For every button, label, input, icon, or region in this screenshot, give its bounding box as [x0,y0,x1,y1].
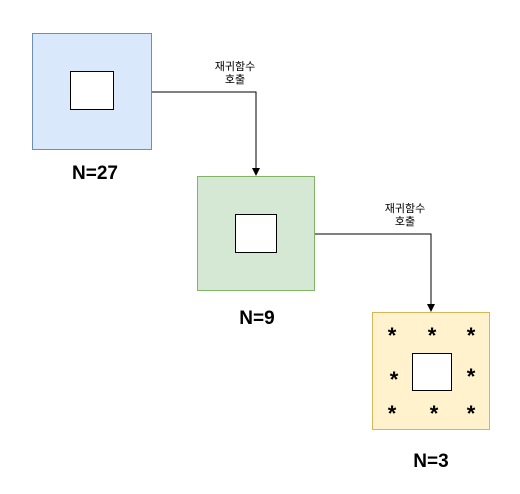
center-hole-n3 [412,353,452,391]
square-n3: * * * * * * * * [372,312,490,430]
center-hole-n9 [235,214,277,253]
label-n27: N=27 [72,163,118,184]
arrow-n9-to-n3 [315,233,435,312]
star-top-right: * [466,323,476,348]
arrow-n27-to-n9 [152,91,260,176]
star-bottom-right: * [466,401,476,426]
label-n9: N=9 [239,308,275,329]
center-hole-n27 [70,71,114,110]
star-middle-right: * [466,364,476,389]
arrow-label-1: 재귀함수 호출 [214,61,256,86]
label-n3: N=3 [413,451,449,472]
arrow-label-2: 재귀함수 호출 [384,203,426,228]
star-middle-left: * [389,367,399,392]
star-top-left: * [387,323,397,348]
star-bottom-center: * [429,401,439,426]
square-n9 [197,176,315,291]
star-bottom-left: * [387,401,397,426]
star-top-center: * [427,323,437,348]
square-n27 [32,33,152,150]
